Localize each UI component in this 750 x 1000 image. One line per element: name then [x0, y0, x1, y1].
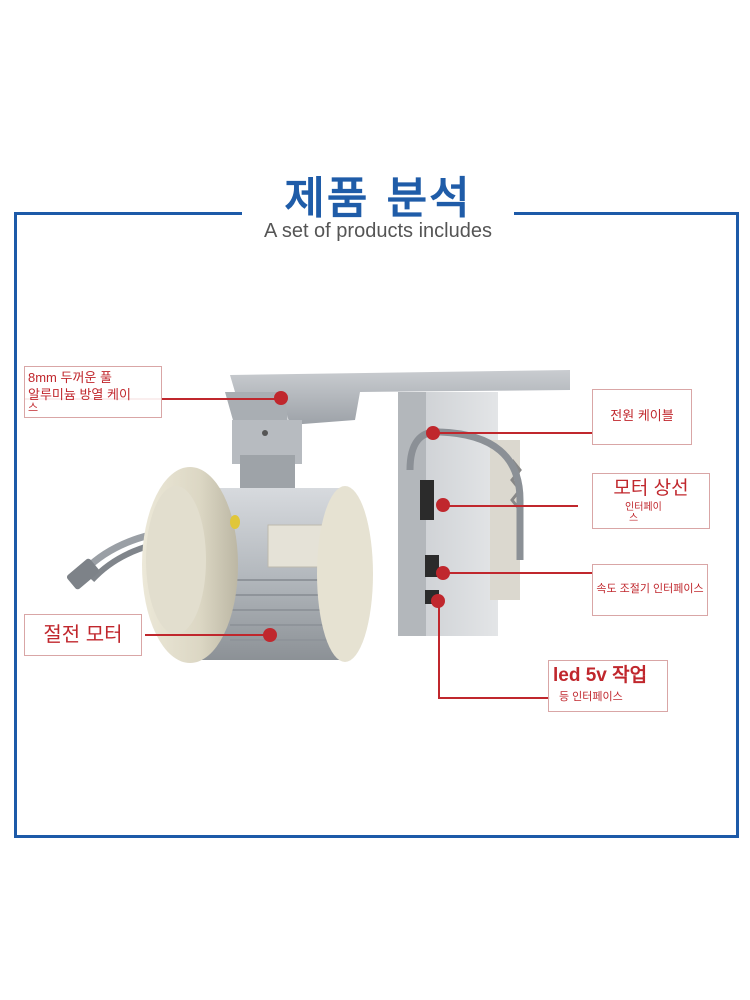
power-cable-label: 전원 케이블	[610, 408, 674, 423]
frame-top-right	[514, 212, 739, 215]
motor-body	[142, 467, 373, 663]
motor-callout: 절전 모터	[24, 614, 142, 656]
page-title: 제품 분석	[284, 173, 472, 224]
heatsink-label-line2: 알루미늄 방열 케이	[28, 387, 131, 402]
frame-right	[736, 212, 739, 838]
page-subtitle: A set of products includes	[264, 220, 492, 242]
led-interface-sublabel: 등 인터페이스	[559, 691, 623, 703]
motor-phase-callout: 모터 상선 인터페이 스	[592, 473, 710, 529]
led-interface-callout: led 5v 작업 등 인터페이스	[548, 660, 668, 712]
motor-label: 절전 모터	[43, 624, 123, 646]
frame-left	[14, 212, 17, 838]
heatsink-callout: 8mm 두꺼운 풀 알루미늄 방열 케이 스	[24, 366, 162, 418]
frame-bottom	[14, 835, 739, 838]
motor-phase-sublabel-2: 스	[629, 513, 639, 524]
speed-interface-label: 속도 조절기 인터페이스	[596, 583, 704, 595]
motor-phase-sublabel-1: 인터페이	[625, 502, 662, 513]
heatsink-label-line1: 8mm 두꺼운 풀	[28, 370, 112, 385]
speed-interface-callout: 속도 조절기 인터페이스	[592, 564, 708, 616]
heatsink-label-line3: 스	[28, 402, 39, 414]
frame-top-left	[14, 212, 242, 215]
power-cable-callout: 전원 케이블	[592, 389, 692, 445]
led-interface-label: led 5v 작업	[553, 665, 648, 686]
motor-phase-label: 모터 상선	[613, 478, 689, 499]
control-box	[398, 392, 522, 636]
